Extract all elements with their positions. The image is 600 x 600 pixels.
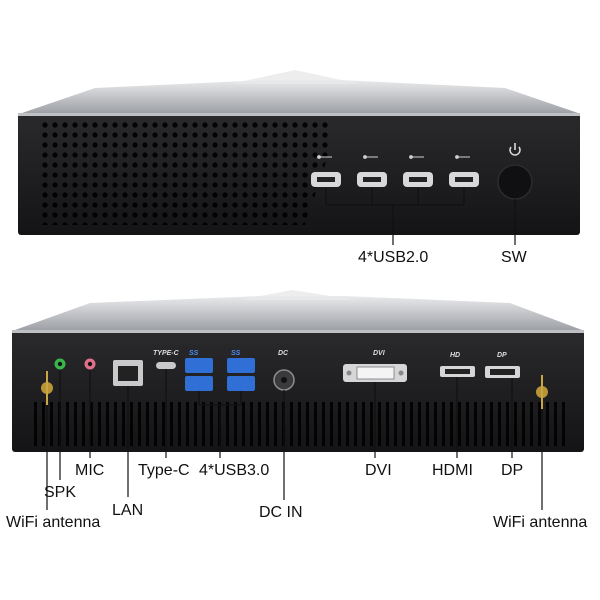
rear-vent-slots [30, 402, 566, 446]
usb3-tag-right: SS [231, 350, 241, 357]
dc-in-label: DC IN [259, 504, 303, 521]
usb3-tag-left: SS [189, 350, 199, 357]
power-button [497, 164, 533, 200]
dp-tag: DP [497, 352, 507, 359]
power-icon [509, 143, 521, 156]
usb2-port-group [311, 172, 479, 187]
wifi-antenna-right [536, 375, 548, 409]
usb3-port [227, 358, 255, 373]
type-c-tag: TYPE-C [153, 350, 180, 357]
usb3-label: 4*USB3.0 [199, 462, 270, 479]
rear-top-lid [15, 296, 582, 330]
usb2-label: 4*USB2.0 [358, 249, 429, 266]
rear-panel: TYPE-C SS SS DC DVI HD DP [12, 290, 584, 510]
spk-label: SPK [44, 484, 77, 501]
front-vent-grille [40, 122, 330, 225]
lan-label: LAN [112, 502, 144, 519]
wifi-antenna-left [41, 371, 53, 405]
usb3-port [185, 358, 213, 373]
usb3-port [227, 376, 255, 391]
rear-callout-lines [46, 369, 543, 510]
usb3-port [185, 376, 213, 391]
hdmi-tag: HD [450, 352, 460, 359]
hdmi-label: HDMI [432, 462, 473, 479]
sw-label: SW [501, 249, 527, 266]
dvi-label: DVI [365, 462, 392, 479]
dvi-tag: DVI [373, 350, 386, 357]
front-panel [18, 70, 580, 245]
usb2-callout-lines [325, 188, 516, 245]
front-top-lid [22, 80, 578, 113]
dc-tag: DC [278, 350, 289, 357]
type-c-port [156, 362, 176, 369]
usb-icon [317, 155, 470, 159]
dp-label: DP [501, 462, 524, 479]
type-c-label: Type-C [138, 462, 190, 479]
wifi-antenna-right-label: WiFi antenna [493, 514, 588, 531]
mic-label: MIC [75, 462, 105, 479]
wifi-antenna-left-label: WiFi antenna [6, 514, 101, 531]
